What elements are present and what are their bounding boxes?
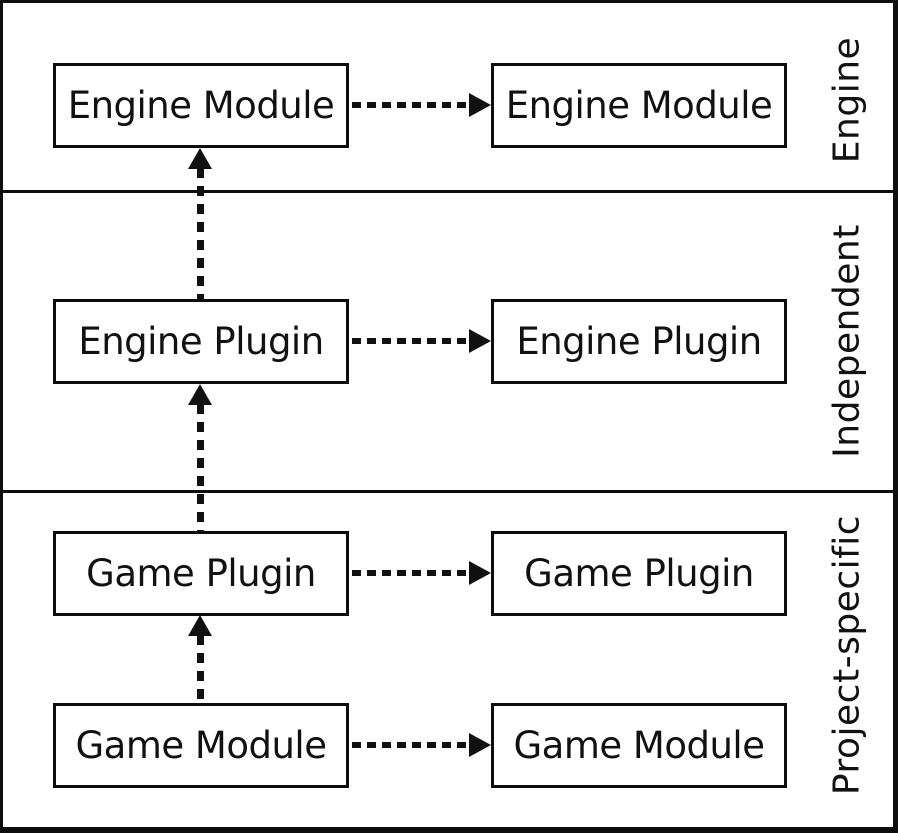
box-game-module-left: Game Module — [53, 703, 349, 788]
band-label-independent: Independent — [826, 224, 868, 458]
dashed-line-engine-module — [352, 102, 471, 108]
arrow-head-up-icon — [188, 384, 212, 405]
arrow-head-up-icon — [188, 615, 212, 636]
box-game-plugin-right: Game Plugin — [491, 531, 787, 616]
band-separator-engine-independent — [3, 190, 893, 193]
arrow-head-right-icon — [469, 733, 491, 757]
box-game-module-right: Game Module — [491, 703, 787, 788]
arrow-head-right-icon — [469, 561, 491, 585]
box-engine-plugin-left: Engine Plugin — [53, 299, 349, 384]
dashed-line-engine-plugin — [352, 338, 471, 344]
band-label-engine: Engine — [826, 36, 868, 164]
box-engine-module-right: Engine Module — [491, 63, 787, 148]
dashed-line-engine-plugin-to-engine-module — [197, 168, 204, 299]
band-label-project-specific: Project-specific — [826, 514, 868, 796]
dashed-line-game-module-to-game-plugin — [197, 635, 204, 703]
dashed-line-game-plugin-to-engine-plugin — [197, 404, 204, 531]
box-engine-module-left: Engine Module — [53, 63, 349, 148]
arrow-head-right-icon — [469, 93, 491, 117]
arrow-head-up-icon — [188, 148, 212, 169]
dashed-line-game-plugin — [352, 570, 471, 576]
box-game-plugin-left: Game Plugin — [53, 531, 349, 616]
band-separator-independent-project — [3, 490, 893, 493]
dashed-line-game-module — [352, 742, 471, 748]
arrow-head-right-icon — [469, 329, 491, 353]
box-engine-plugin-right: Engine Plugin — [491, 299, 787, 384]
